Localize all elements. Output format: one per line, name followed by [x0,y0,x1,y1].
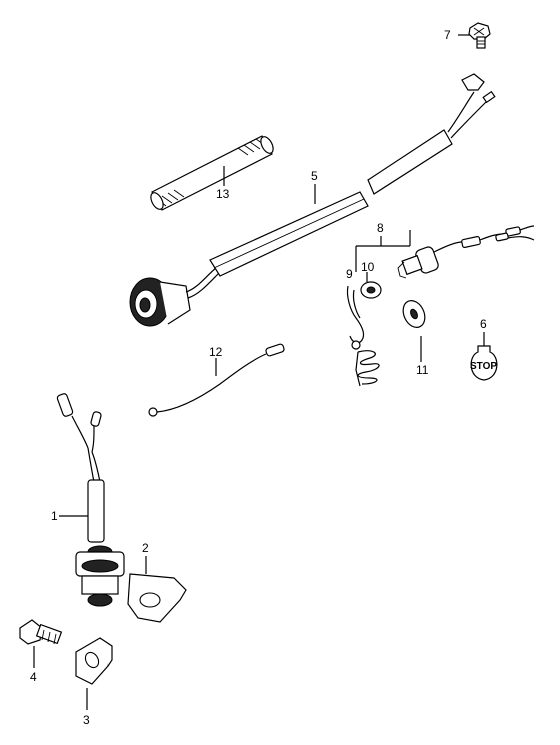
part-8-stop-switch-assy: 8 9 10 11 [346,221,535,387]
label-1: 1 [51,509,58,523]
part-3-clip: 3 [75,637,113,727]
part-2-plate: 2 [127,541,187,623]
label-13: 13 [216,187,230,201]
label-7: 7 [444,28,451,42]
part-13-stud-bolt: 13 [150,135,274,211]
label-8: 8 [377,221,384,235]
label-12: 12 [209,345,223,359]
part-1-main-switch: 1 [51,393,125,607]
label-9: 9 [346,267,353,281]
label-2: 2 [142,541,149,555]
label-4: 4 [30,670,37,684]
part-5-stop-switch-cable: 5 [129,73,496,327]
part-12-lead-wire: 12 [148,343,285,417]
part-4-bolt: 4 [19,619,63,684]
label-11: 11 [416,363,429,377]
part-7-screw: 7 [444,22,491,49]
label-10: 10 [361,260,375,274]
label-5: 5 [311,169,318,183]
part-6-stop-cap: 6 STOP [470,317,497,381]
stop-cap-text: STOP [470,361,497,372]
label-3: 3 [83,713,90,727]
label-6: 6 [480,317,487,331]
